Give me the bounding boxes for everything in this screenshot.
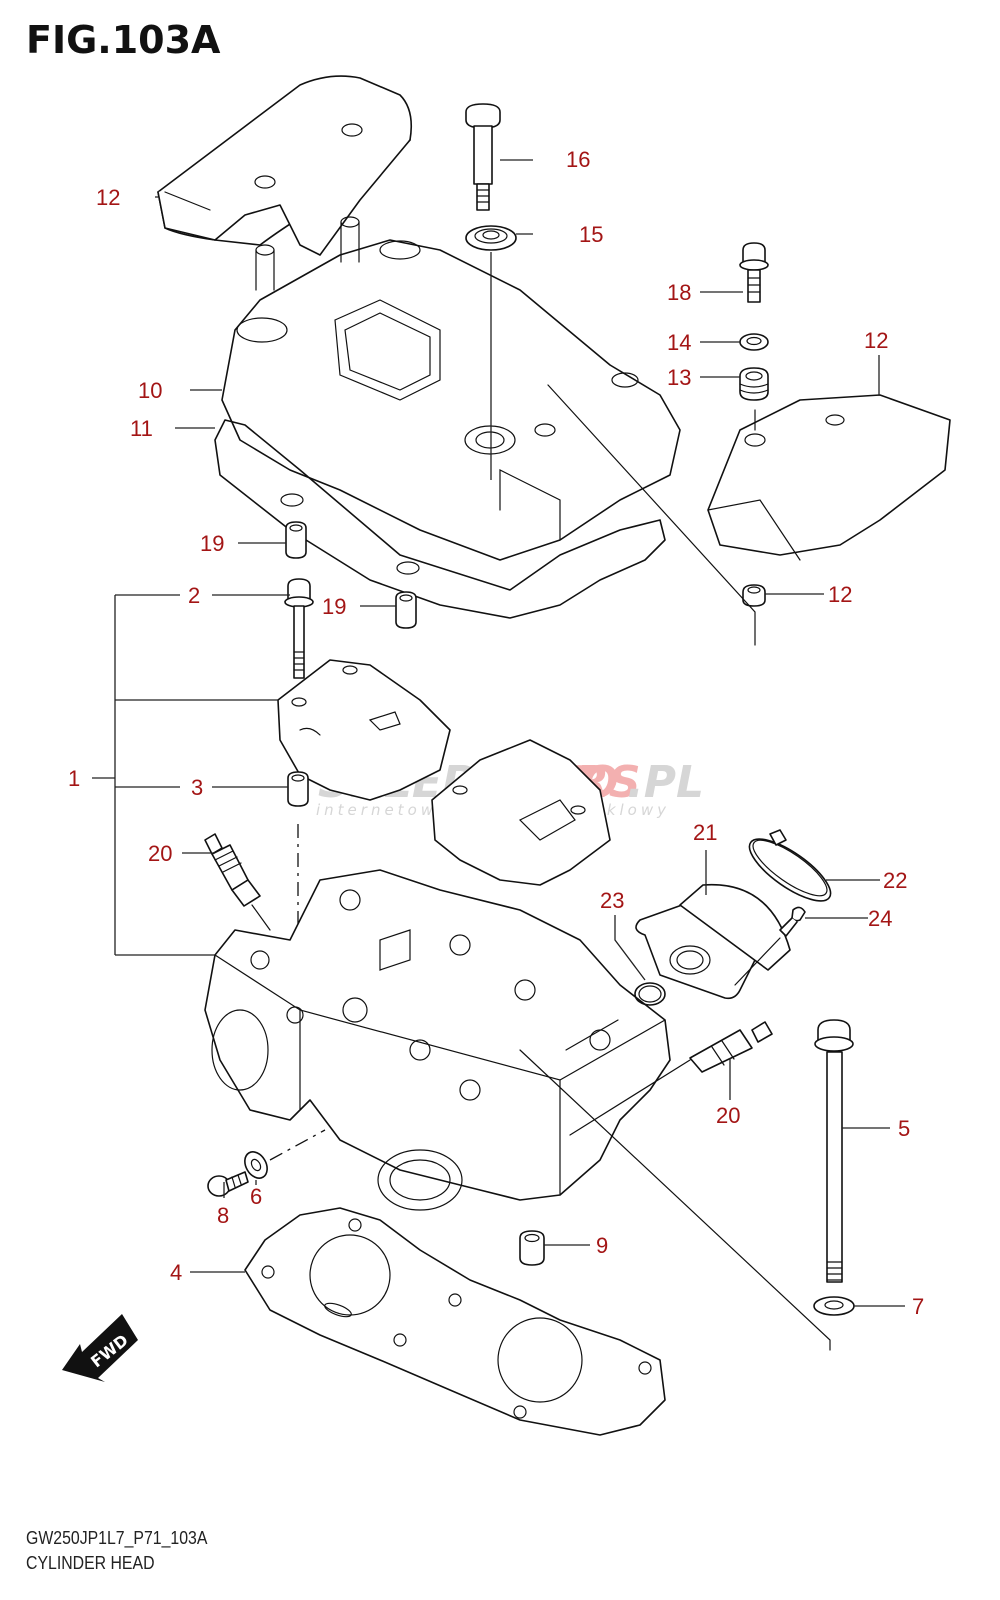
callout-19-lower: 19 xyxy=(322,594,346,619)
cylinder-head xyxy=(204,869,671,1211)
figure-name: CYLINDER HEAD xyxy=(26,1553,155,1573)
part-18-bolt xyxy=(739,242,769,303)
figure-code: GW250JP1L7_P71_103A xyxy=(26,1528,208,1548)
callout-13: 12 xyxy=(828,582,852,607)
part-13-nut xyxy=(742,584,766,607)
fwd-badge: FWD xyxy=(62,1314,138,1382)
callout-7: 7 xyxy=(912,1294,924,1319)
callout-5: 5 xyxy=(898,1116,910,1141)
part-7-washer xyxy=(813,1296,855,1316)
figure-title: FIG.103A xyxy=(26,18,221,62)
callout-16: 15 xyxy=(579,222,603,247)
part-2-bolt xyxy=(284,578,314,679)
callout-23: 23 xyxy=(600,888,624,913)
part-12-cover-left xyxy=(157,75,413,256)
part-4-head-gasket xyxy=(244,1207,666,1436)
callout-11: 11 xyxy=(130,416,153,441)
callout-18: 18 xyxy=(667,280,691,305)
callout-22: 22 xyxy=(883,868,907,893)
watermark-domain: .PL xyxy=(627,757,704,808)
callout-8: 8 xyxy=(217,1203,229,1228)
callout-12-left: 12 xyxy=(96,185,120,210)
callout-6: 6 xyxy=(250,1184,262,1209)
callout-10: 10 xyxy=(138,378,162,403)
callout-4: 4 xyxy=(170,1260,182,1285)
part-14-grommet xyxy=(739,367,769,401)
callout-9: 9 xyxy=(596,1233,608,1258)
part-19-dowel-lower xyxy=(395,591,417,629)
part-3-dowel xyxy=(287,771,309,807)
part-20-spark-plug-left xyxy=(204,833,271,931)
callout-17: 16 xyxy=(566,147,590,172)
part-9-dowel xyxy=(519,1230,545,1266)
part-17-bolt xyxy=(465,103,501,211)
part-8-bolt xyxy=(207,1171,249,1197)
part-10-valve-cover xyxy=(221,216,681,561)
callout-14: 13 xyxy=(667,365,691,390)
figure-footer: GW250JP1L7_P71_103A CYLINDER HEAD xyxy=(26,1526,207,1576)
part-20-spark-plug-right xyxy=(569,1021,773,1136)
callouts: 12 16 15 18 14 13 12 10 11 19 12 2 19 1 … xyxy=(68,147,924,1319)
part-23-o-ring xyxy=(634,982,666,1006)
part-19-dowel-upper xyxy=(285,521,307,559)
leader-lines xyxy=(92,159,905,1307)
part-12-cover-right xyxy=(707,394,951,561)
part-6-washer xyxy=(244,1151,268,1179)
callout-12-right: 12 xyxy=(864,328,888,353)
part-16-grommet xyxy=(465,225,517,251)
part-5-stud-bolt xyxy=(814,1019,854,1283)
callout-2: 2 xyxy=(188,583,200,608)
forward-arrow-icon xyxy=(62,1314,138,1382)
part-22-clamp xyxy=(748,829,832,902)
callout-20-right: 20 xyxy=(716,1103,740,1128)
part-21-intake-pipe xyxy=(635,883,791,1000)
part-15-washer xyxy=(739,333,769,351)
callout-1: 1 xyxy=(68,766,80,791)
callout-19-upper: 19 xyxy=(200,531,224,556)
part-24-screw xyxy=(779,906,806,937)
callout-24: 24 xyxy=(868,906,892,931)
camshaft-holder-left xyxy=(277,659,451,801)
camshaft-holder-right xyxy=(431,739,611,886)
callout-15: 14 xyxy=(667,330,691,355)
callout-20-left: 20 xyxy=(148,841,172,866)
part-11-gasket xyxy=(214,419,666,619)
callout-21: 21 xyxy=(693,820,717,845)
callout-3: 3 xyxy=(191,775,203,800)
